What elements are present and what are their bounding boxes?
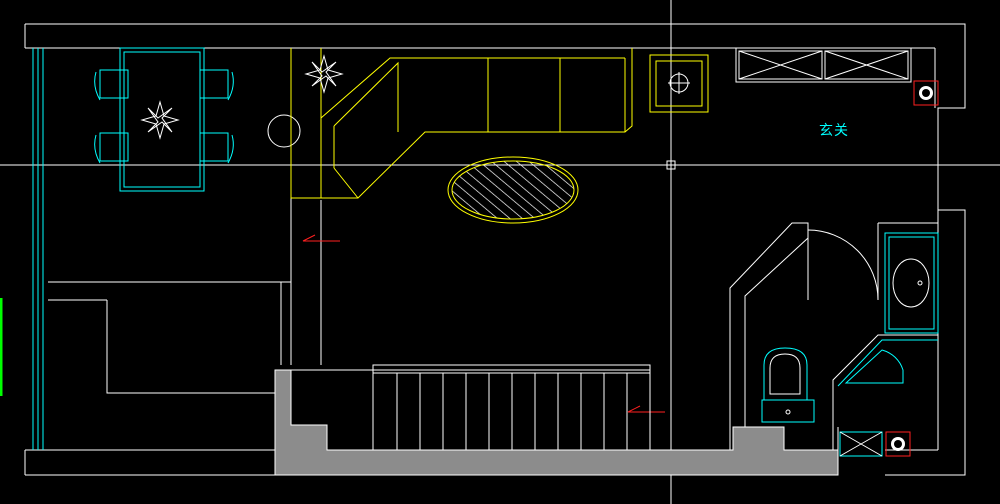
coffee-table <box>447 156 579 224</box>
column-circle <box>267 114 301 148</box>
shoe-cabinet <box>735 47 912 83</box>
sofa <box>290 48 633 199</box>
staircase <box>372 364 651 450</box>
outer-walls <box>24 23 966 476</box>
entrance-label: 玄关 <box>819 123 849 139</box>
toilet <box>761 347 815 423</box>
left-window <box>32 48 44 450</box>
plant-icon <box>140 100 180 140</box>
plant-icon <box>304 54 344 94</box>
stair-landing <box>274 369 839 476</box>
pipe-marker <box>913 80 939 106</box>
bathroom-walls <box>729 222 938 450</box>
wash-basin <box>884 232 939 334</box>
side-table <box>649 54 709 113</box>
arrow-icon <box>302 234 665 413</box>
dining-table-set <box>94 47 234 192</box>
shower-tray <box>837 339 938 387</box>
pipe-marker <box>885 431 911 457</box>
